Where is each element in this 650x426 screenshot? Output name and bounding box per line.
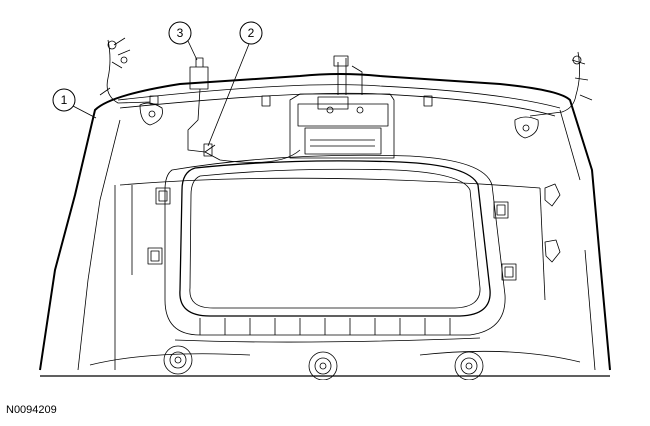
grommets bbox=[163, 345, 484, 380]
sunroof-opening bbox=[164, 154, 506, 343]
mount-blocks-left bbox=[147, 187, 171, 265]
callout-2-label: 2 bbox=[248, 26, 255, 40]
wire-harness-left bbox=[99, 37, 151, 104]
callout-3-label: 3 bbox=[177, 26, 184, 40]
overhead-console bbox=[289, 55, 395, 159]
headliner-outline bbox=[39, 73, 611, 371]
component-3-connector bbox=[189, 66, 209, 90]
component-3-wire bbox=[187, 88, 216, 153]
component-2 bbox=[203, 143, 213, 157]
figure-id-label: N0094209 bbox=[6, 404, 57, 416]
callout-3: 3 bbox=[168, 21, 198, 61]
callout-2: 2 bbox=[207, 21, 263, 147]
headliner-diagram: 1 2 3 bbox=[39, 21, 611, 380]
wire-harness-right bbox=[529, 51, 593, 117]
mount-blocks-right bbox=[493, 201, 517, 281]
headliner-inner-edge bbox=[77, 109, 596, 371]
callout-1-label: 1 bbox=[61, 93, 68, 107]
callout-1: 1 bbox=[52, 88, 97, 119]
